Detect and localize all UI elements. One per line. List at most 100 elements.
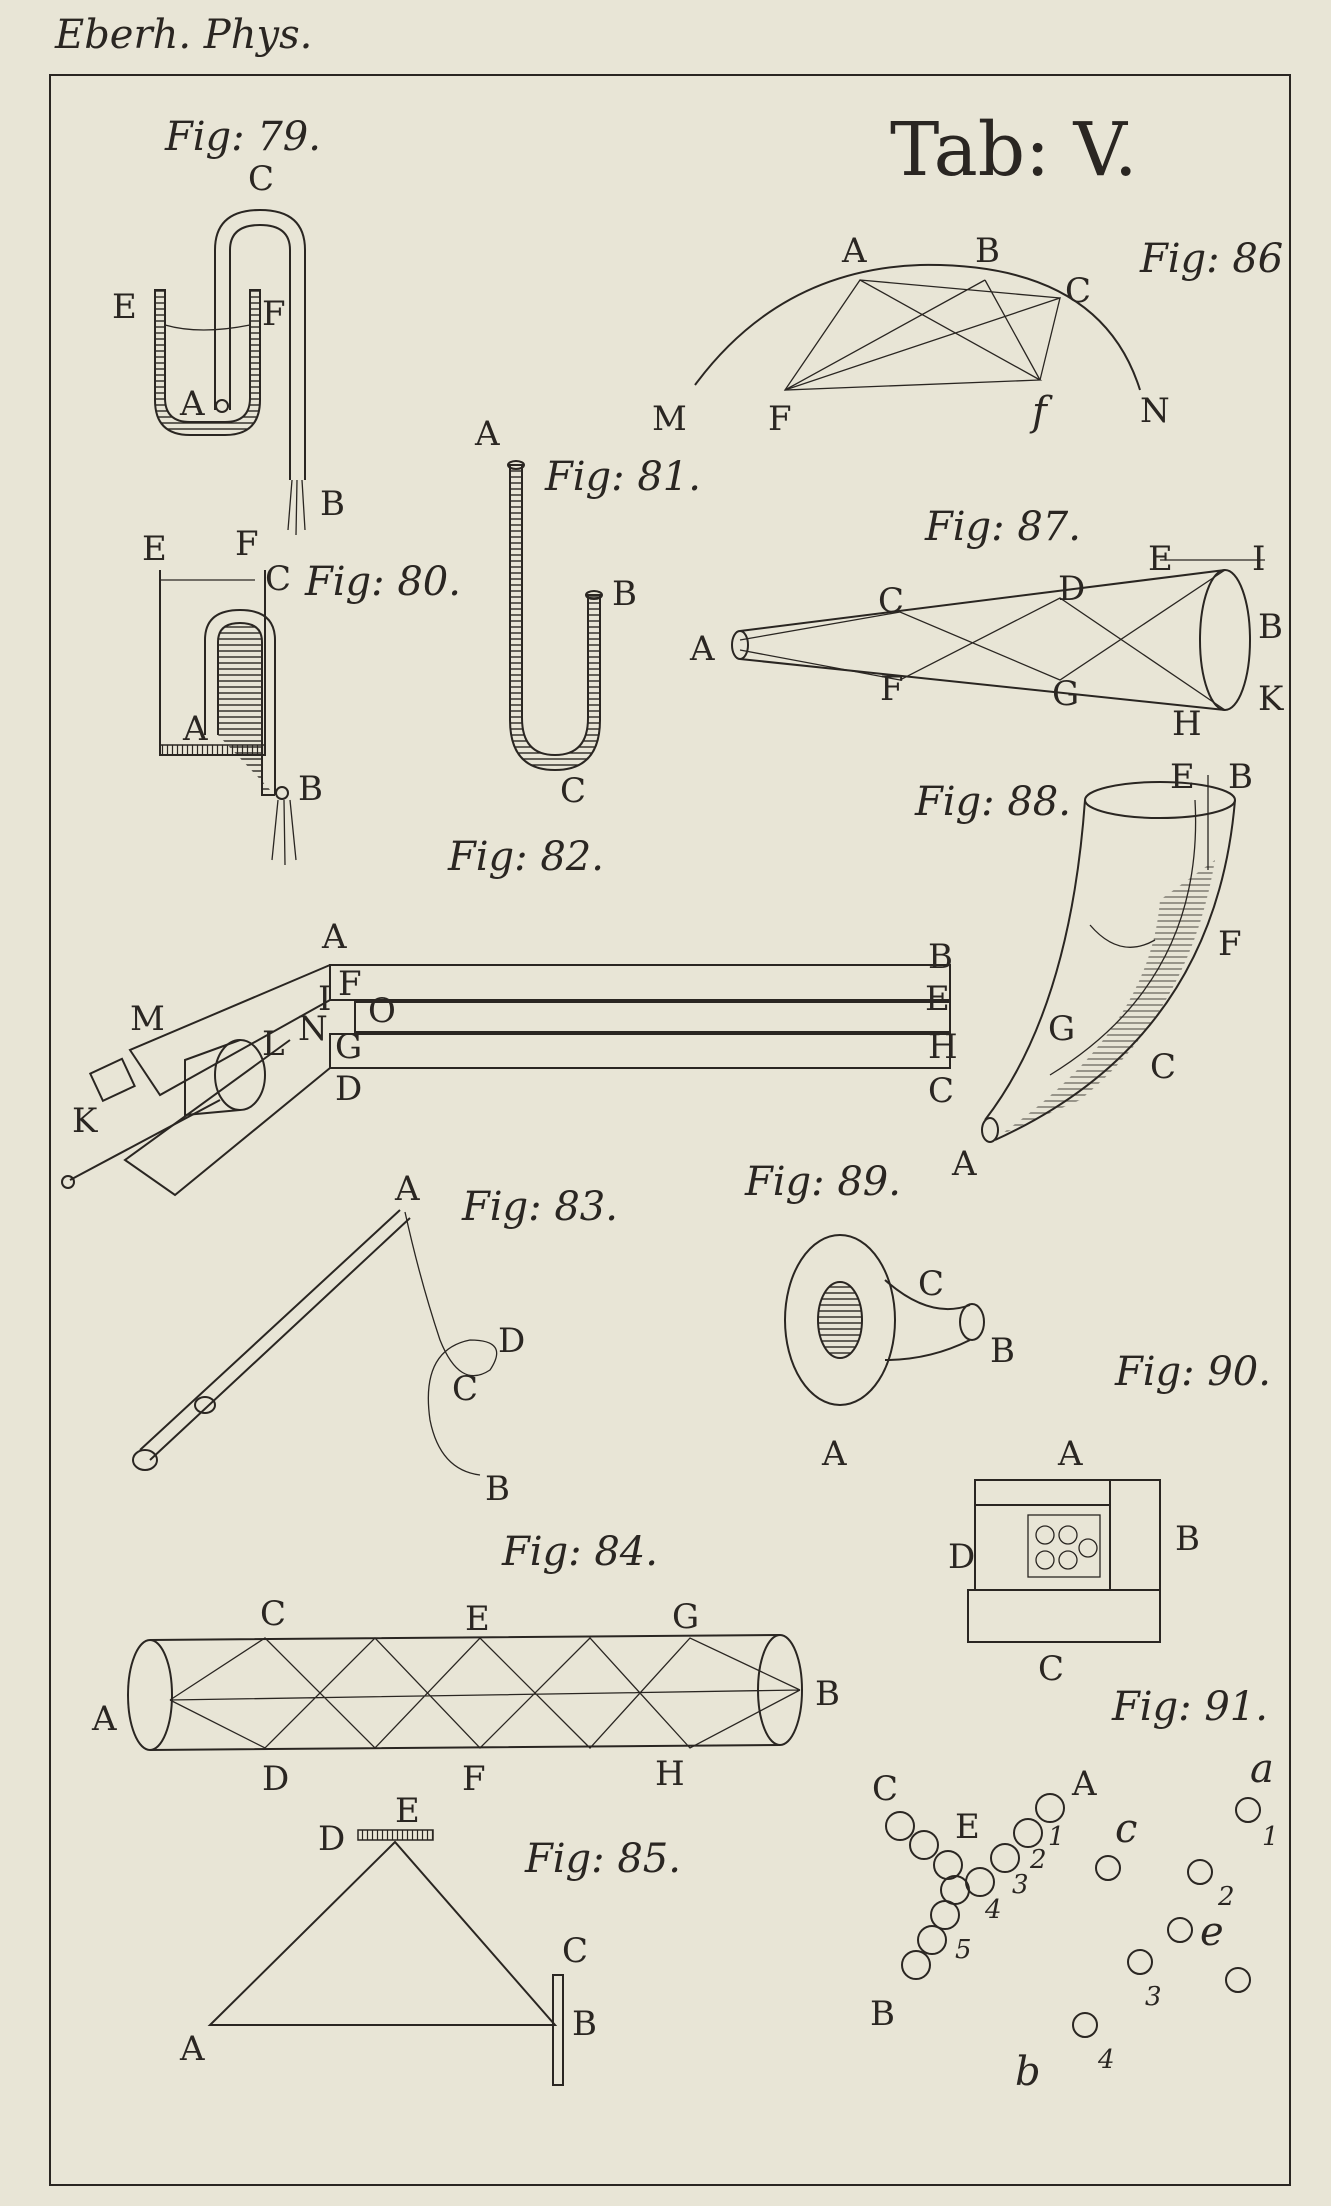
fig-81-label-b: B [612, 574, 637, 614]
fig-91-num-5-left: 5 [955, 1935, 972, 1965]
fig-85-label-b: B [572, 2004, 597, 2044]
fig-82-label-d: D [335, 1069, 362, 1109]
fig-91-ball-column-cb [885, 1811, 970, 1980]
fig-91-label-c-small: c [1115, 1806, 1137, 1852]
fig-85-label-d: D [318, 1819, 345, 1859]
fig-79-water-level [164, 324, 251, 331]
fig-90-ball-2 [1058, 1525, 1078, 1545]
fig-91-num-3-left: 3 [1012, 1870, 1029, 1900]
fig-85-label-c: C [562, 1931, 588, 1971]
fig-82-label-f: F [338, 964, 362, 1004]
fig-90-label-b: B [1175, 1519, 1200, 1559]
fig-81-label-c: C [560, 771, 586, 811]
fig-82-label-m: M [130, 999, 165, 1039]
fig-84-label-d: D [262, 1759, 289, 1799]
fig-87-label-d: D [1058, 569, 1085, 609]
fig-86-label-m: M [652, 399, 687, 439]
fig-89-label-b: B [990, 1331, 1015, 1371]
fig-87-caption: Fig: 87. [924, 504, 1081, 550]
fig-90-label-a: A [1057, 1434, 1083, 1474]
fig-79-vessel [154, 289, 261, 436]
fig-85-plate-cb [552, 1974, 564, 2086]
fig-87-label-k: K [1258, 679, 1284, 719]
fig-81-caption: Fig: 81. [544, 454, 701, 500]
fig-91-label-e: E [955, 1807, 980, 1847]
fig-82-label-h: H [928, 1027, 958, 1067]
fig-89-label-c: C [918, 1264, 944, 1304]
fig-91-num-4-left: 4 [984, 1895, 1002, 1925]
fig-85-label-a: A [179, 2029, 205, 2069]
fig-79-label-f: F [262, 294, 286, 334]
fig-91-num-3-right: 3 [1145, 1982, 1162, 2012]
fig-87-label-b: B [1258, 607, 1283, 647]
fig-82-tube-lower [329, 1033, 951, 1069]
fig-81-label-a: A [474, 414, 500, 454]
fig-83-label-d: D [498, 1321, 525, 1361]
fig-89-canal-end [959, 1303, 985, 1341]
fig-81-u-tube: Fig: 81. A B C [474, 414, 701, 811]
fig-90-box-base [967, 1589, 1161, 1643]
fig-91-label-e-small: e [1200, 1909, 1224, 1955]
fig-79-label-b: B [320, 484, 345, 524]
fig-87-rays [739, 569, 1226, 711]
fig-84-label-e: E [465, 1599, 490, 1639]
fig-79-label-a: A [179, 384, 205, 424]
fig-82-label-c: C [928, 1071, 954, 1111]
fig-79-siphon: Fig: 79. C E F A B [112, 114, 345, 536]
fig-84-end-left [127, 1639, 173, 1751]
fig-91-ball-column-a [965, 1793, 1065, 1897]
fig-82-handle-lower [123, 1039, 331, 1197]
fig-87-cone [739, 569, 1226, 711]
fig-79-label-e: E [112, 287, 137, 327]
fig-87-mouthpiece [731, 630, 749, 660]
fig-90-label-c: C [1038, 1649, 1064, 1689]
fig-82-label-k: K [72, 1101, 98, 1141]
fig-88-horn-rim [1084, 781, 1236, 819]
fig-84-label-f: F [462, 1759, 486, 1799]
fig-91-num-1-right: 1 [1262, 1822, 1279, 1852]
fig-90-ball-4 [1058, 1550, 1078, 1570]
fig-84-label-g: G [672, 1597, 699, 1637]
fig-81-opening-a [507, 460, 525, 470]
fig-86-triangle [783, 279, 1043, 391]
fig-89-caption: Fig: 89. [744, 1159, 901, 1205]
fig-91-label-c: C [872, 1769, 898, 1809]
fig-88-label-e: E [1170, 757, 1195, 797]
fig-80-siphon-tube [204, 608, 276, 795]
fig-80-siphon-fill [217, 621, 275, 796]
fig-90-box-front [974, 1479, 1161, 1591]
fig-82-handle-upper [128, 964, 331, 1097]
plate-title: Tab: V. [890, 107, 1138, 193]
fig-91-num-4-right: 4 [1097, 2045, 1115, 2075]
fig-91-label-b-small: b [1015, 2049, 1041, 2095]
fig-86-label-c: C [1065, 271, 1091, 311]
fig-85-plate-de [357, 1829, 434, 1841]
fig-80-label-c: C [265, 559, 291, 599]
fig-82-block-k [88, 1057, 136, 1103]
fig-83-rod [139, 1209, 411, 1461]
fig-91-label-b: B [870, 1994, 895, 2034]
fig-82-caption: Fig: 82. [447, 834, 604, 880]
fig-84-tube [149, 1634, 781, 1751]
fig-79-label-c: C [248, 159, 274, 199]
fig-89-disc-outer [784, 1234, 896, 1406]
fig-89-ear: Fig: 89. C B A [744, 1159, 1015, 1474]
fig-91-num-1-left: 1 [1048, 1822, 1065, 1852]
fig-80-caption: Fig: 80. [304, 559, 461, 605]
fig-83-caption: Fig: 83. [461, 1184, 618, 1230]
fig-86-rays [784, 279, 1061, 391]
fig-83-label-c: C [452, 1369, 478, 1409]
fig-87-label-a: A [689, 629, 715, 669]
fig-82-label-o: O [368, 991, 396, 1031]
fig-91-caption: Fig: 91. [1111, 1684, 1268, 1730]
fig-87-speaking-trumpet: Fig: 87. E I C D B A F G K H [689, 504, 1284, 744]
fig-90-ball-1 [1035, 1525, 1055, 1545]
fig-85-label-e: E [395, 1791, 420, 1831]
fig-87-label-f: F [880, 669, 904, 709]
fig-79-outflow [287, 479, 306, 536]
fig-88-label-g: G [1048, 1009, 1075, 1049]
fig-89-label-a: A [821, 1434, 847, 1474]
fig-86-arc [694, 263, 1141, 391]
